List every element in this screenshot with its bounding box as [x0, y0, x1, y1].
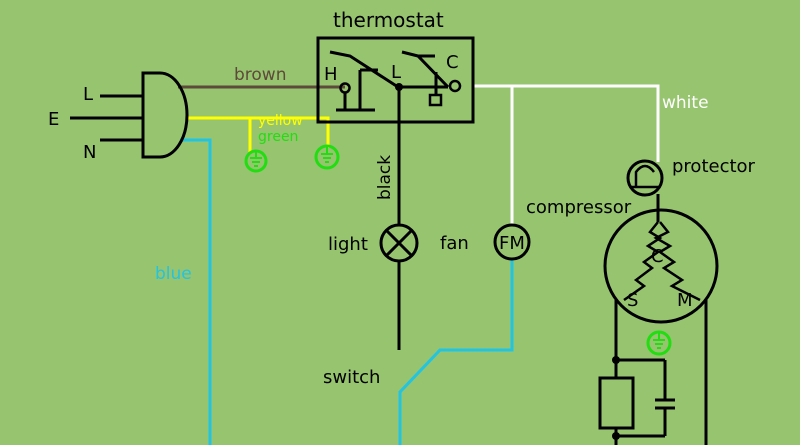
plug-icon	[141, 71, 189, 159]
plug-label-L: L	[83, 84, 93, 105]
compressor-label: compressor	[526, 197, 632, 218]
ground-icon	[244, 149, 268, 173]
fan-label: fan	[440, 233, 469, 254]
thermostat-terminal-L: L	[391, 62, 401, 83]
lamp-icon	[379, 223, 419, 263]
wire-blue-fan	[398, 258, 514, 445]
light-label: light	[328, 234, 368, 255]
plug-label-E: E	[48, 109, 59, 130]
wire-label-yellow: yellow	[258, 113, 303, 129]
wire-yellow-green-2	[250, 116, 330, 148]
thermostat-box	[316, 36, 475, 124]
plug-label-N: N	[83, 142, 96, 163]
wire-label-white: white	[662, 93, 709, 113]
thermostat-title: thermostat	[333, 8, 444, 32]
compressor-terminal-M: M	[677, 290, 693, 311]
wire-yellow-green	[186, 116, 252, 152]
protector-icon	[626, 159, 664, 197]
compressor-terminal-C: C	[651, 246, 664, 267]
wire-blue-main	[180, 138, 212, 445]
thermostat-terminal-C: C	[446, 52, 459, 73]
wire-label-black: black	[375, 155, 395, 200]
fan-symbol: FM	[499, 233, 525, 254]
wire-white	[473, 84, 660, 162]
wire-label-blue: blue	[155, 264, 192, 284]
fan-motor-icon	[493, 223, 531, 261]
ground-icon	[314, 144, 340, 170]
ground-icon	[646, 330, 672, 356]
starter-relay	[598, 376, 635, 430]
protector-label: protector	[672, 156, 756, 177]
wire-label-brown: brown	[234, 65, 287, 85]
switch-label: switch	[323, 367, 380, 388]
thermostat-terminal-H: H	[324, 64, 338, 85]
wire-label-green: green	[258, 129, 298, 145]
compressor-terminal-S: S	[627, 290, 638, 311]
compressor-motor	[603, 208, 719, 324]
